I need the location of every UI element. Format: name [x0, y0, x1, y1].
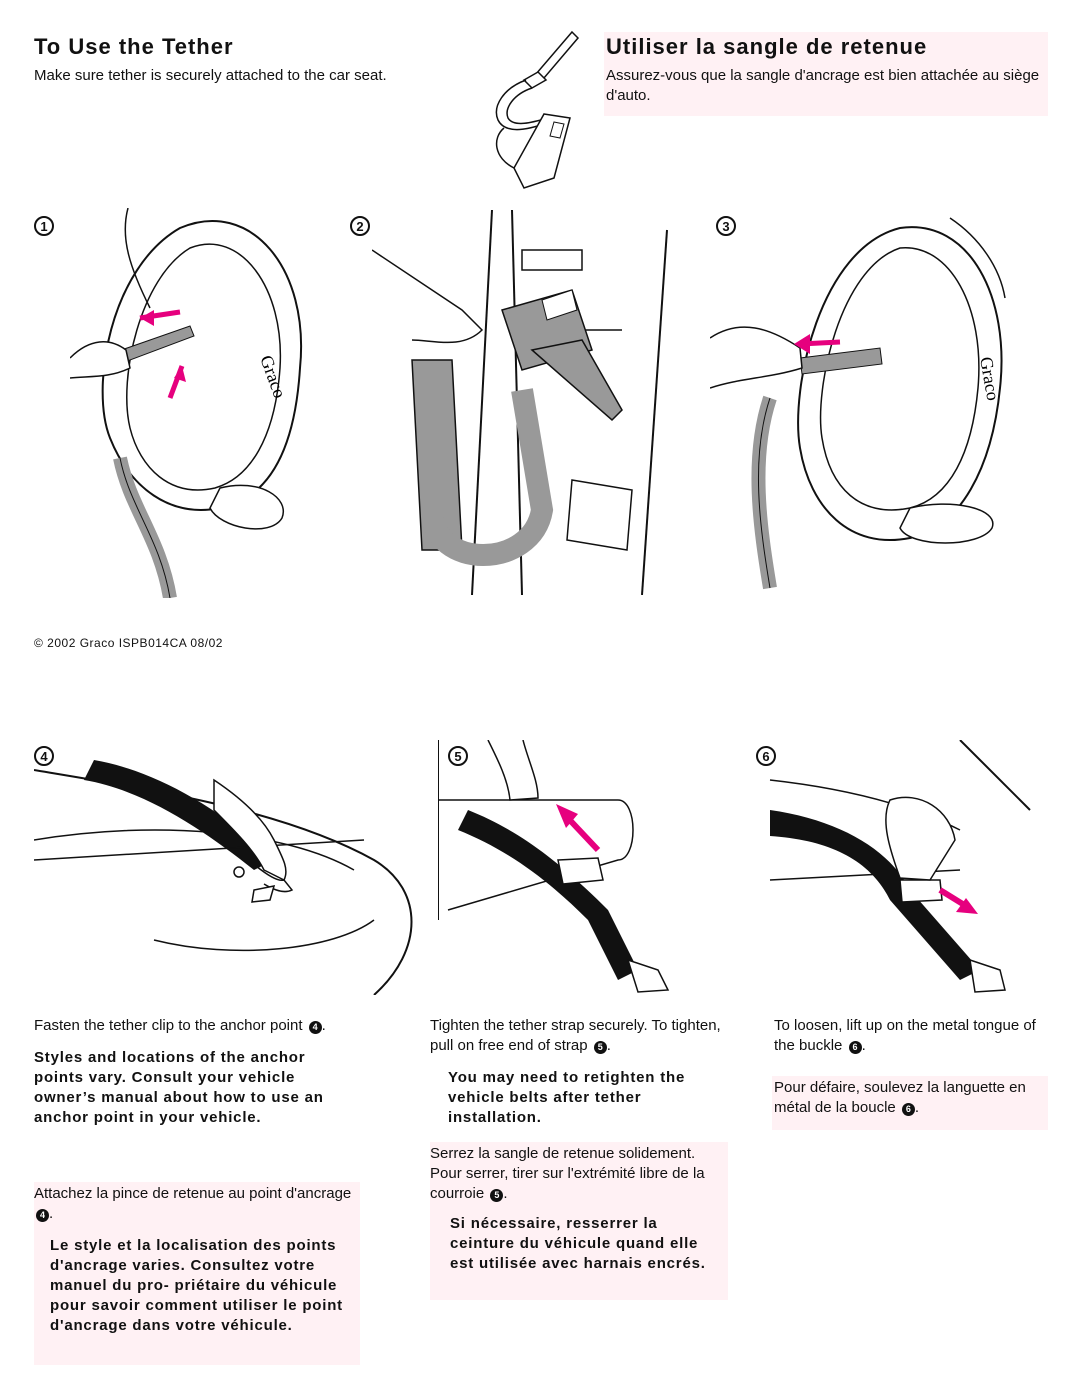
step-3-number: 3	[716, 216, 736, 236]
french-intro: Assurez-vous que la sangle d'ancrage est…	[606, 67, 1040, 104]
step-4-english-sentence: Fasten the tether clip to the anchor poi…	[34, 1017, 303, 1034]
step-5-instructions: Tighten the tether strap securely. To ti…	[430, 1016, 730, 1128]
step-5-french-note: Si nécessaire, resserrer la ceinture du …	[450, 1215, 706, 1272]
tether-strap-illustration	[484, 28, 584, 198]
step-6-french-sentence: Pour défaire, soulevez la languette en m…	[774, 1079, 1026, 1116]
step-2-illustration	[372, 210, 672, 595]
step-6-number: 6	[756, 746, 776, 766]
step-4-english-text: Fasten the tether clip to the anchor poi…	[34, 1017, 326, 1034]
step-3-illustration: Graco	[710, 208, 1010, 598]
step-5-french-text: Serrez la sangle de retenue solidement. …	[430, 1145, 705, 1202]
step-5-illustration	[438, 740, 698, 995]
step-6-french-box: Pour défaire, soulevez la languette en m…	[772, 1076, 1048, 1130]
step-2-number: 2	[350, 216, 370, 236]
step-4-number: 4	[34, 746, 54, 766]
step-6-english-text: To loosen, lift up on the metal tongue o…	[774, 1017, 1036, 1054]
step-4-french-sentence: Attachez la pince de retenue au point d'…	[34, 1185, 352, 1202]
step-4-english-note: Styles and locations of the anchor point…	[34, 1049, 324, 1126]
step-5-french-reference: 5	[490, 1188, 504, 1202]
step-4-instructions: Fasten the tether clip to the anchor poi…	[34, 1016, 354, 1128]
step-6-english-sentence: To loosen, lift up on the metal tongue o…	[774, 1017, 1036, 1054]
step-6-french-text: Pour défaire, soulevez la languette en m…	[774, 1079, 1026, 1116]
step-5-number: 5	[448, 746, 468, 766]
french-title: Utiliser la sangle de retenue	[606, 34, 928, 59]
step-5-english-text: Tighten the tether strap securely. To ti…	[430, 1017, 721, 1054]
step-6-french-reference: 6	[901, 1102, 915, 1116]
step-1-number: 1	[34, 216, 54, 236]
step-6-instructions: To loosen, lift up on the metal tongue o…	[774, 1016, 1044, 1056]
step-5-reference: 5	[593, 1040, 607, 1054]
english-intro: Make sure tether is securely attached to…	[34, 67, 387, 84]
step-6-illustration	[760, 740, 1035, 995]
step-1-illustration: Graco	[70, 208, 320, 598]
step-5-english-note: You may need to retighten the vehicle be…	[448, 1069, 686, 1126]
step-5-english-sentence: Tighten the tether strap securely. To ti…	[430, 1017, 721, 1054]
step-5-french-sentence: Serrez la sangle de retenue solidement. …	[430, 1145, 705, 1202]
french-intro-box: Utiliser la sangle de retenue Assurez-vo…	[604, 32, 1048, 116]
step-4-illustration	[34, 740, 424, 995]
copyright-line: © 2002 Graco ISPB014CA 08/02	[34, 636, 223, 650]
step-4-french-box: Attachez la pince de retenue au point d'…	[34, 1182, 360, 1365]
step-4-french-note: Le style et la localisation des points d…	[50, 1237, 343, 1334]
step-4-reference: 4	[308, 1020, 322, 1034]
english-title: To Use the Tether	[34, 34, 234, 59]
step-5-french-box: Serrez la sangle de retenue solidement. …	[430, 1142, 728, 1300]
step-6-reference: 6	[848, 1040, 862, 1054]
step-4-french-reference: 4	[36, 1208, 49, 1222]
step-4-french-text: Attachez la pince de retenue au point d'…	[34, 1185, 352, 1222]
